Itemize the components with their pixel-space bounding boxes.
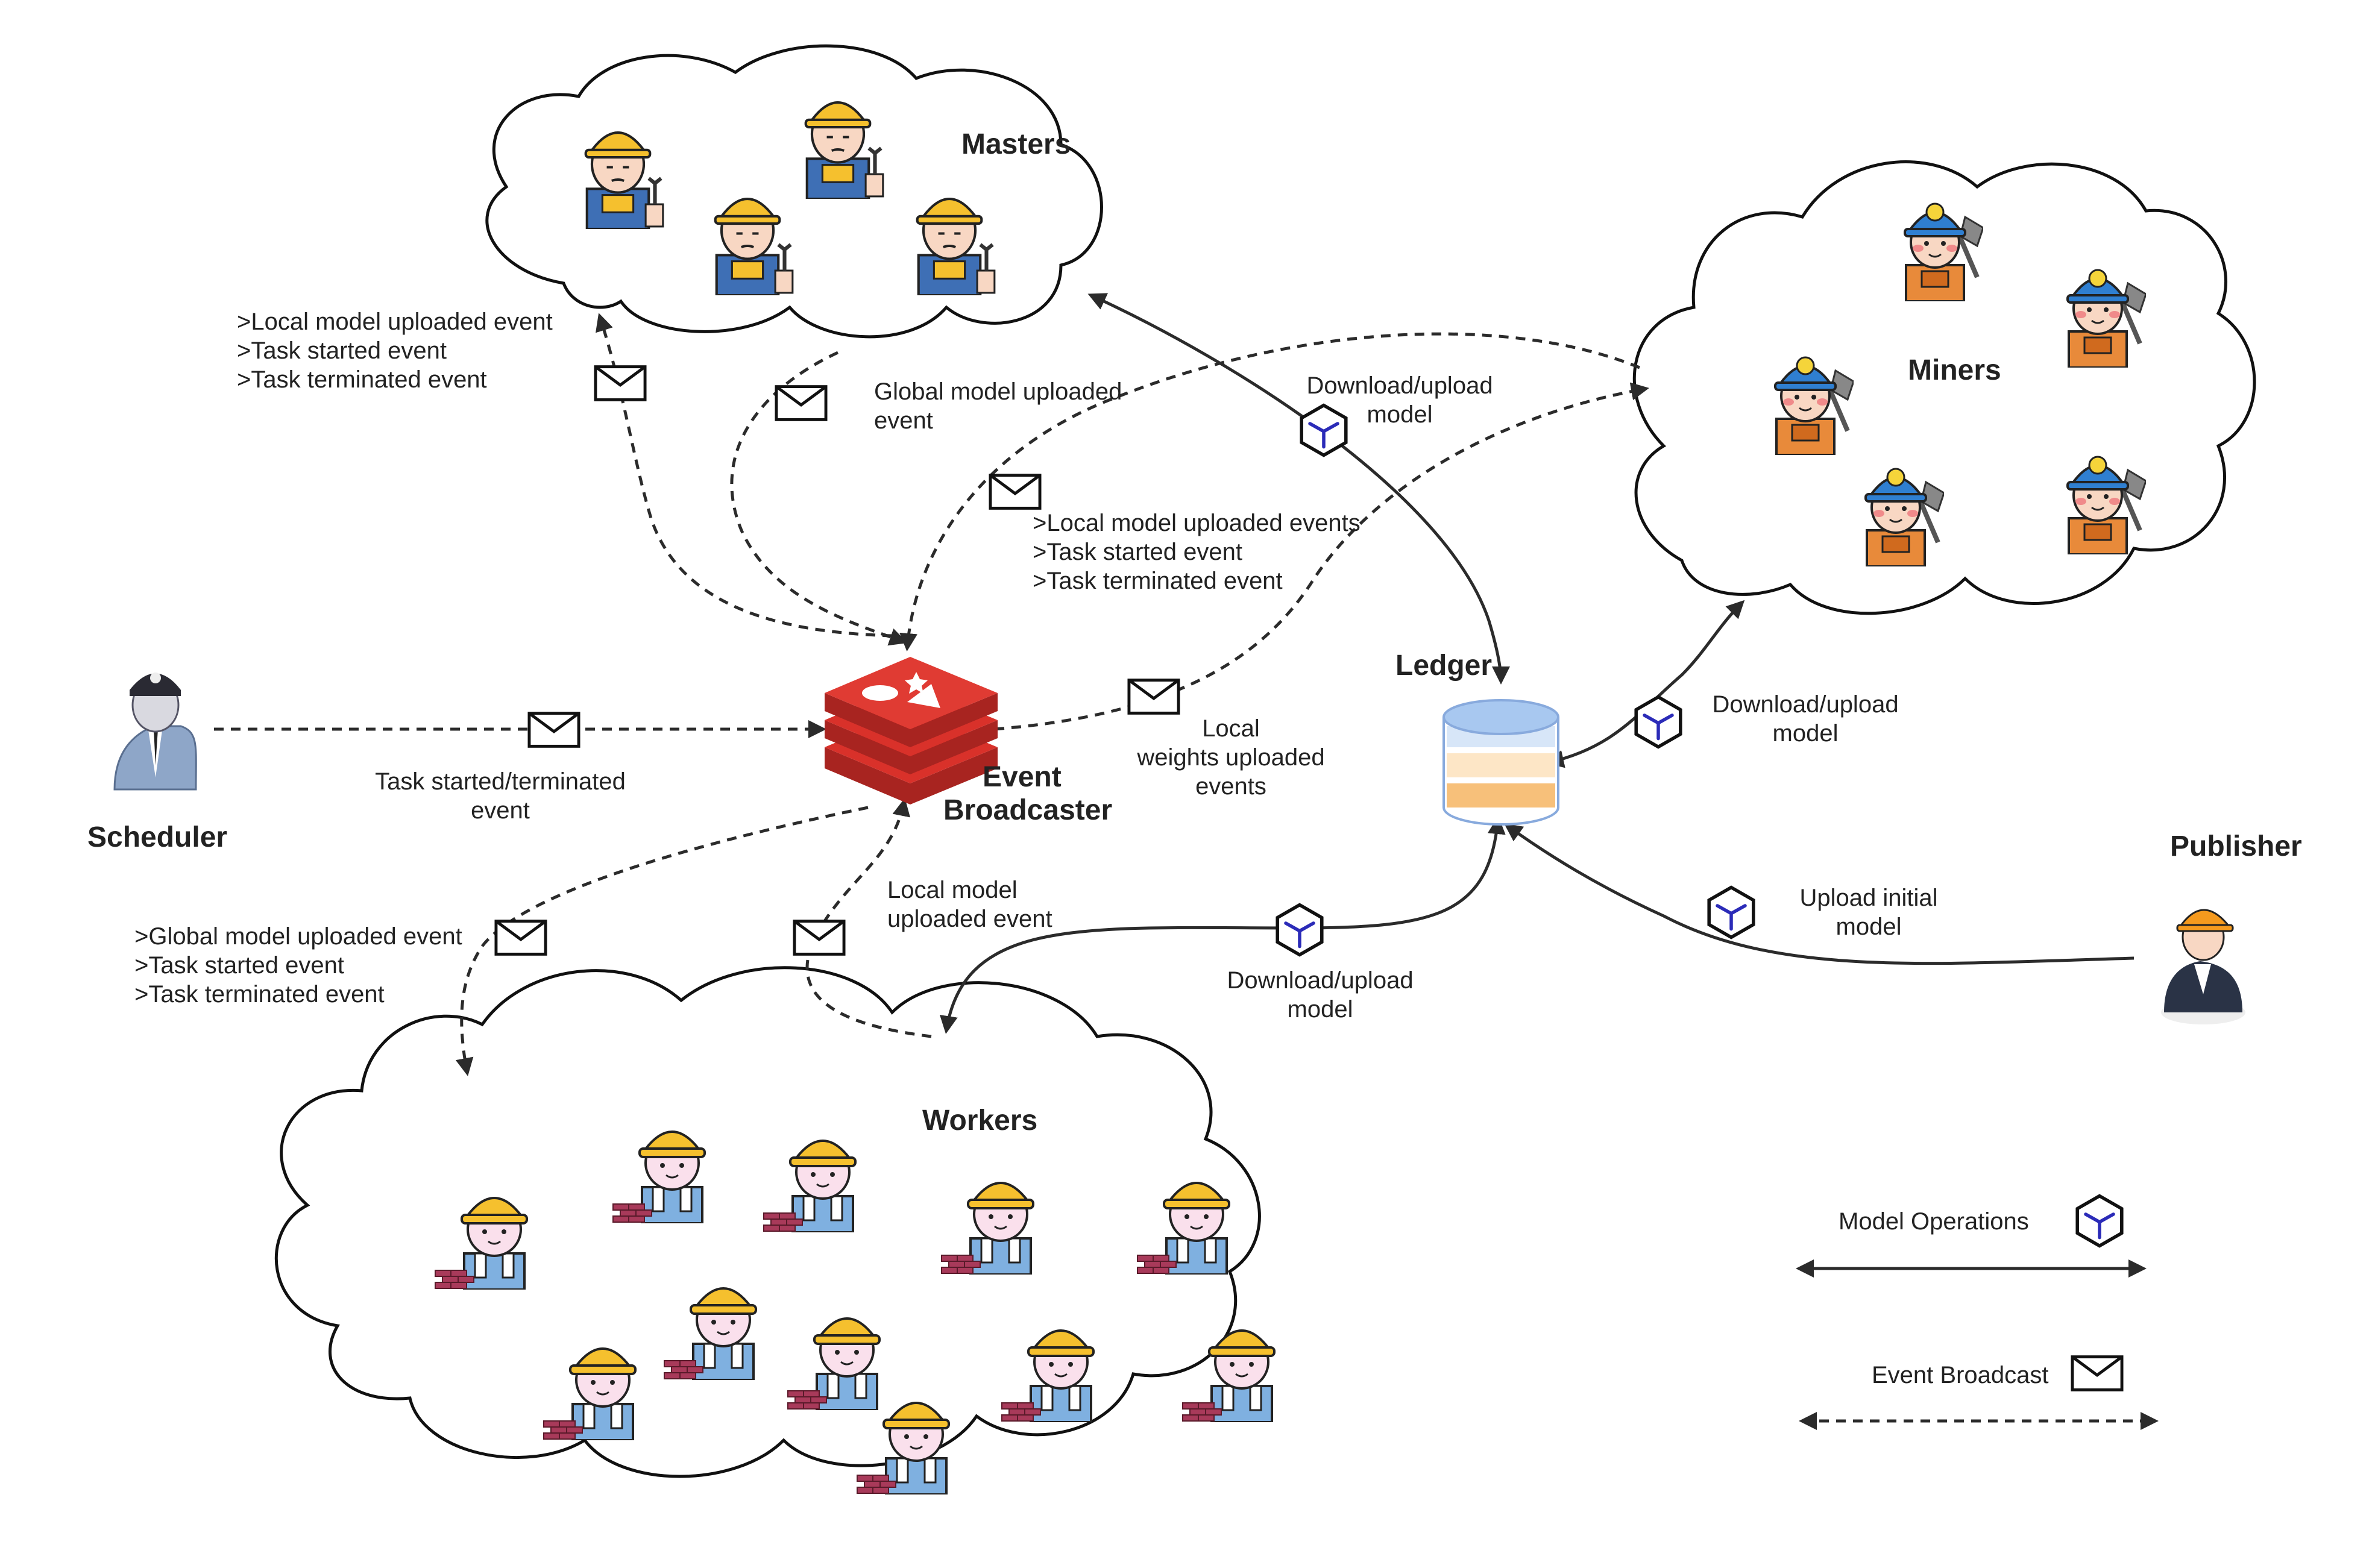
envelope-icon (496, 921, 546, 955)
envelope-icon (596, 367, 645, 400)
download-upload-masters-label: Download/upload model (1306, 372, 1493, 428)
svg-text:model: model (1836, 914, 1902, 940)
envelope-icon (776, 387, 826, 420)
svg-text:Upload initial: Upload initial (1799, 885, 1937, 911)
masters-broadcaster-arrow (730, 351, 908, 646)
scheduler-title: Scheduler (87, 821, 227, 853)
svg-text:event: event (874, 407, 933, 434)
miners-title: Miners (1908, 354, 2001, 386)
masters-ledger-arrow (1087, 293, 1510, 685)
svg-text:model: model (1367, 401, 1433, 428)
miners-events-label: >Local model uploaded events >Task start… (1033, 510, 1361, 594)
model-cube-icon (2077, 1196, 2122, 1246)
model-cube-icon (1709, 888, 1754, 938)
svg-text:uploaded event: uploaded event (887, 906, 1052, 932)
svg-text:model: model (1288, 996, 1353, 1023)
svg-text:>Task started event: >Task started event (1033, 539, 1242, 565)
publisher-ledger-arrow (1504, 823, 2134, 965)
svg-text:Download/upload: Download/upload (1227, 967, 1413, 994)
svg-text:>Local model uploaded events: >Local model uploaded events (1033, 510, 1361, 536)
broadcaster-title-line2: Broadcaster (943, 794, 1112, 826)
miners-broadcaster-arrow (899, 332, 1640, 651)
svg-text:>Task terminated event: >Task terminated event (134, 981, 385, 1008)
svg-text:event: event (471, 797, 530, 824)
envelope-icon (794, 921, 844, 955)
svg-text:Task started/terminated: Task started/terminated (375, 768, 626, 795)
svg-text:>Task terminated event: >Task terminated event (1033, 568, 1283, 594)
ledger-database-icon (1442, 699, 1559, 826)
publisher-person-icon (2161, 909, 2245, 1024)
ledger-miners-arrow (1546, 600, 1745, 768)
upload-initial-label: Upload initial model (1799, 885, 1937, 940)
envelope-icon (2072, 1357, 2122, 1390)
scheduler-person-icon (113, 673, 197, 791)
download-upload-miners-label: Download/upload model (1712, 691, 1898, 747)
svg-text:events: events (1195, 773, 1266, 800)
masters-title: Masters (961, 128, 1071, 160)
local-weights-label: Local weights uploaded events (1136, 715, 1324, 800)
legend-model-operations: Model Operations (1839, 1208, 2029, 1235)
svg-text:model: model (1773, 720, 1839, 747)
svg-text:>Local model uploaded event: >Local model uploaded event (237, 309, 553, 335)
svg-text:>Task started event: >Task started event (134, 952, 344, 979)
ledger-title: Ledger (1395, 650, 1492, 682)
model-cube-icon (1636, 697, 1681, 747)
workers-title: Workers (922, 1105, 1037, 1137)
broadcaster-title-line1: Event (983, 761, 1062, 793)
local-model-label: Local model uploaded event (887, 877, 1052, 932)
broadcaster-masters-arrow (596, 313, 893, 638)
svg-text:Local model: Local model (887, 877, 1018, 903)
svg-text:>Global model uploaded event: >Global model uploaded event (134, 923, 462, 950)
svg-text:Download/upload: Download/upload (1306, 372, 1493, 399)
workers-ledger-arrow (939, 816, 1506, 1034)
envelope-icon (990, 475, 1040, 509)
download-upload-workers-label: Download/upload model (1227, 967, 1413, 1023)
svg-text:Download/upload: Download/upload (1712, 691, 1898, 718)
svg-text:>Task terminated event: >Task terminated event (237, 366, 487, 393)
model-cube-icon (1277, 905, 1322, 955)
svg-text:>Task started event: >Task started event (237, 337, 447, 364)
workers-events-label: >Global model uploaded event >Task start… (134, 923, 462, 1008)
publisher-title: Publisher (2170, 830, 2302, 862)
svg-text:Global model uploaded: Global model uploaded (874, 378, 1122, 405)
svg-text:Local: Local (1202, 715, 1260, 742)
masters-cloud (485, 44, 1103, 339)
legend-event-broadcast: Event Broadcast (1872, 1362, 2049, 1388)
redis-stack-icon (825, 657, 998, 804)
model-cube-icon (1301, 406, 1346, 456)
workers-cloud (274, 966, 1261, 1478)
svg-text:weights uploaded: weights uploaded (1136, 744, 1324, 771)
task-started-terminated-label: Task started/terminated event (375, 768, 626, 824)
masters-events-label: >Local model uploaded event >Task starte… (237, 309, 553, 393)
workers-broadcaster-arrow (805, 798, 932, 1038)
envelope-icon (529, 713, 579, 747)
envelope-icon (1129, 680, 1178, 713)
global-model-label: Global model uploaded event (874, 378, 1122, 434)
legend: Model Operations Event Broadcast (1796, 1196, 2159, 1430)
